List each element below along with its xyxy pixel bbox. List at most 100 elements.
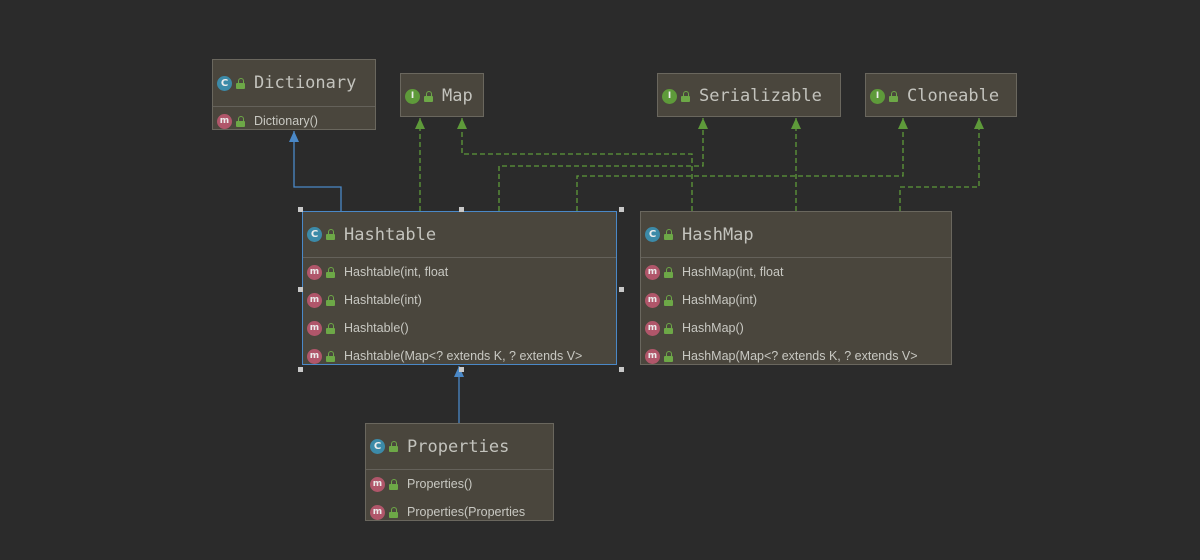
public-visibility-icon [326, 266, 336, 279]
member-row[interactable]: m HashMap(int) [641, 286, 951, 314]
node-title: Dictionary [254, 73, 357, 93]
node-header: C Dictionary [213, 60, 375, 107]
node-header: C Hashtable [303, 212, 616, 258]
public-visibility-icon [664, 350, 674, 363]
node-title: HashMap [682, 224, 754, 245]
public-visibility-icon [236, 115, 246, 128]
public-visibility-icon [326, 322, 336, 335]
implements-arrowhead [898, 118, 908, 129]
implements-arrowhead [974, 118, 984, 129]
member-row[interactable]: m Properties() [366, 470, 553, 498]
public-visibility-icon [664, 294, 674, 307]
method-icon: m [307, 264, 322, 280]
public-visibility-icon [389, 440, 399, 453]
node-map[interactable]: I Map [400, 73, 484, 117]
public-visibility-icon [424, 90, 434, 103]
public-visibility-icon [664, 266, 674, 279]
public-visibility-icon [664, 322, 674, 335]
implements-edge [899, 118, 980, 211]
method-icon: m [217, 113, 232, 129]
implements-edge [576, 118, 904, 211]
interface-icon: I [405, 88, 420, 104]
member-label: Dictionary() [254, 114, 318, 128]
member-row[interactable]: m Properties(Properties [366, 498, 553, 526]
public-visibility-icon [681, 90, 691, 103]
selection-handle[interactable] [619, 367, 624, 372]
public-visibility-icon [326, 228, 336, 241]
method-icon: m [645, 320, 660, 336]
node-title: Hashtable [344, 224, 437, 245]
selection-handle[interactable] [459, 367, 464, 372]
selection-handle[interactable] [298, 207, 303, 212]
node-dictionary[interactable]: C Dictionary m Dictionary() [212, 59, 376, 130]
member-row[interactable]: m HashMap(Map<? extends K, ? extends V> [641, 342, 951, 370]
node-header: C Properties [366, 424, 553, 470]
class-icon: C [217, 75, 232, 91]
extends-arrowhead [289, 131, 299, 142]
public-visibility-icon [326, 294, 336, 307]
method-icon: m [645, 264, 660, 280]
class-icon: C [645, 227, 660, 242]
member-row[interactable]: m Hashtable(int, float [303, 258, 616, 286]
member-label: Hashtable() [344, 321, 409, 335]
public-visibility-icon [236, 77, 246, 90]
node-title: Properties [407, 436, 510, 457]
member-label: Hashtable(int, float [344, 265, 449, 279]
selection-handle[interactable] [298, 367, 303, 372]
method-icon: m [370, 504, 385, 520]
method-icon: m [645, 348, 660, 364]
public-visibility-icon [389, 506, 399, 519]
method-icon: m [307, 348, 322, 364]
member-label: Properties(Properties [407, 505, 526, 519]
implements-arrowhead [457, 118, 467, 129]
public-visibility-icon [889, 90, 899, 103]
method-icon: m [645, 292, 660, 308]
method-icon: m [307, 320, 322, 336]
class-icon: C [307, 227, 322, 242]
implements-arrowhead [415, 118, 425, 129]
member-label: HashMap(int, float [682, 265, 784, 279]
selection-handle[interactable] [298, 287, 303, 292]
public-visibility-icon [664, 228, 674, 241]
member-row[interactable]: m Hashtable(Map<? extends K, ? extends V> [303, 342, 616, 370]
implements-arrowhead [698, 118, 708, 129]
node-header: I Map [401, 74, 483, 118]
member-row[interactable]: m HashMap() [641, 314, 951, 342]
member-row[interactable]: m Hashtable(int) [303, 286, 616, 314]
public-visibility-icon [326, 350, 336, 363]
node-header: C HashMap [641, 212, 951, 258]
node-title: Map [442, 86, 473, 106]
member-label: Hashtable(Map<? extends K, ? extends V> [344, 349, 583, 363]
member-label: HashMap() [682, 321, 744, 335]
public-visibility-icon [389, 478, 399, 491]
node-title: Cloneable [907, 86, 1000, 106]
selection-handle[interactable] [459, 207, 464, 212]
member-label: HashMap(int) [682, 293, 758, 307]
member-label: Properties() [407, 477, 473, 491]
node-header: I Serializable [658, 74, 840, 118]
member-label: HashMap(Map<? extends K, ? extends V> [682, 349, 918, 363]
node-header: I Cloneable [866, 74, 1016, 118]
method-icon: m [307, 292, 322, 308]
implements-edge [461, 118, 693, 211]
interface-icon: I [662, 88, 677, 104]
member-row[interactable]: m Dictionary() [213, 107, 375, 135]
node-title: Serializable [699, 86, 822, 106]
method-icon: m [370, 476, 385, 492]
member-row[interactable]: m HashMap(int, float [641, 258, 951, 286]
selection-handle[interactable] [619, 287, 624, 292]
node-serializable[interactable]: I Serializable [657, 73, 841, 117]
class-icon: C [370, 439, 385, 454]
implements-arrowhead [791, 118, 801, 129]
member-row[interactable]: m Hashtable() [303, 314, 616, 342]
member-label: Hashtable(int) [344, 293, 422, 307]
extends-edge [293, 131, 342, 211]
implements-edge [498, 118, 704, 211]
interface-icon: I [870, 88, 885, 104]
selection-handle[interactable] [619, 207, 624, 212]
node-cloneable[interactable]: I Cloneable [865, 73, 1017, 117]
